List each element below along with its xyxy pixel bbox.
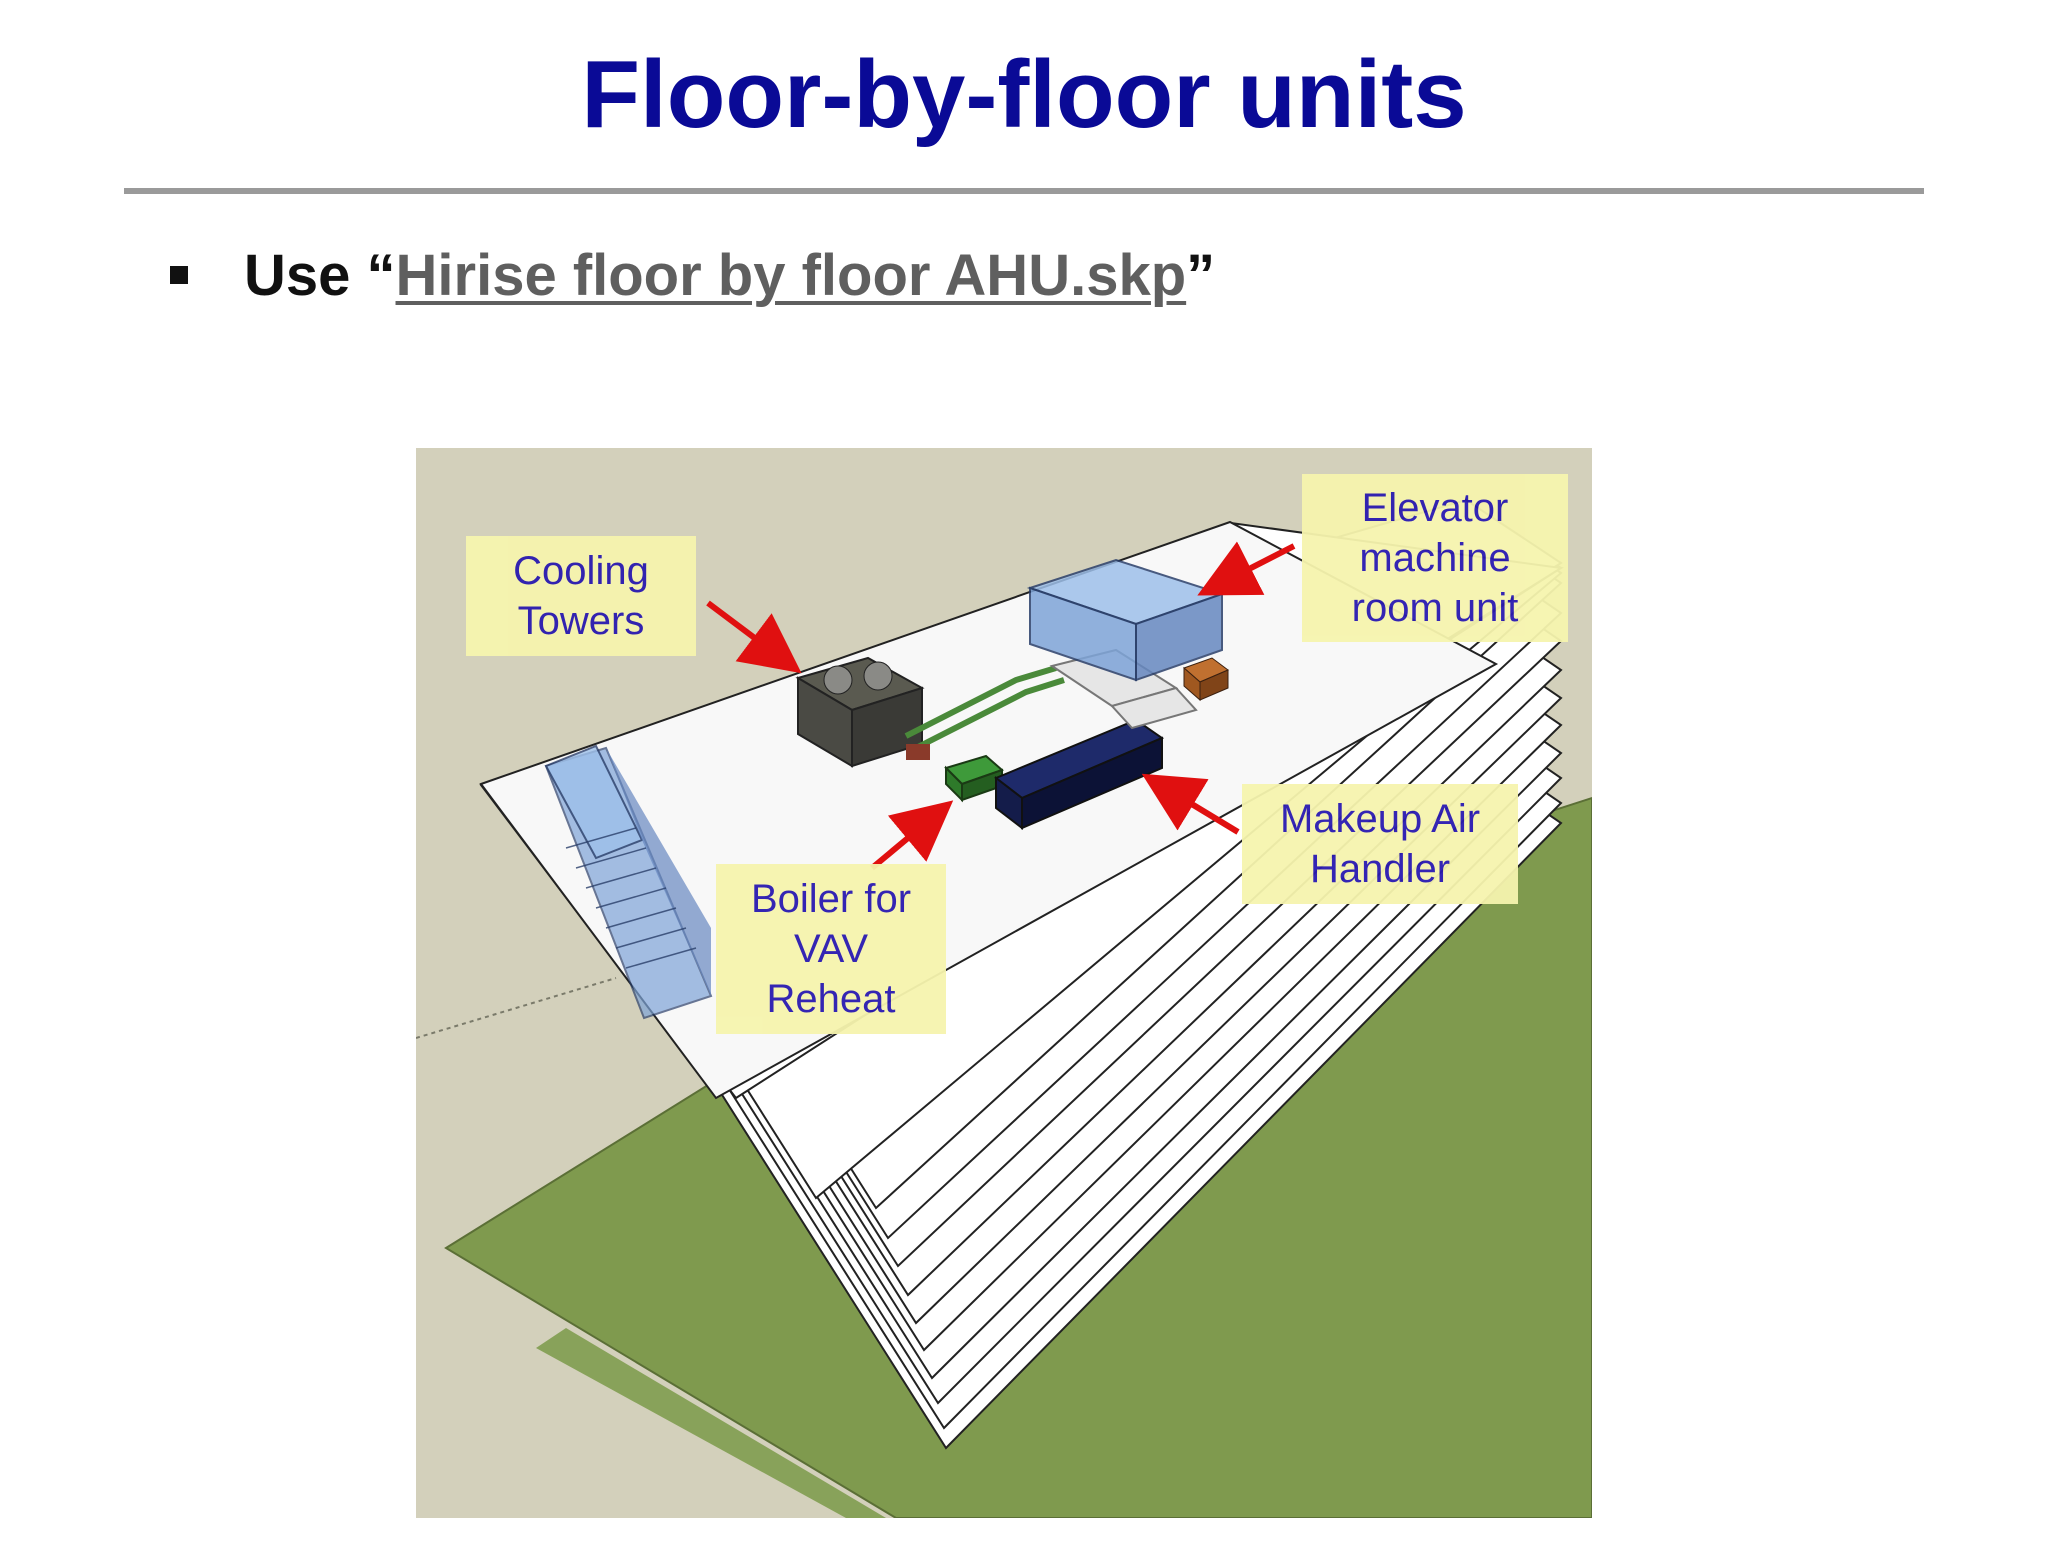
square-bullet-icon	[170, 266, 188, 284]
grass-path	[536, 1328, 886, 1518]
stair-shaft	[544, 744, 713, 1020]
callout-cooling-towers: Cooling Towers	[466, 536, 696, 656]
piping	[904, 665, 1065, 751]
callout-boiler-vav-reheat: Boiler for VAV Reheat	[716, 864, 946, 1034]
bullet-prefix: Use “	[244, 242, 396, 308]
cooling-towers-model	[795, 656, 925, 768]
boiler-model	[906, 744, 1004, 803]
axis-guide	[416, 977, 617, 1039]
bullet-item: Use “ Hirise floor by floor AHU.skp ”	[170, 238, 1215, 312]
callout-arrows	[706, 541, 1296, 871]
bullet-suffix: ”	[1186, 242, 1216, 308]
slide-title: Floor-by-floor units	[581, 41, 1467, 148]
title-divider	[124, 188, 1924, 194]
callout-elevator-machine-room-unit: Elevator machine room unit	[1302, 474, 1568, 642]
file-link[interactable]: Hirise floor by floor AHU.skp	[395, 242, 1187, 308]
makeup-air-handler-model	[994, 718, 1165, 831]
elevator-machine-room-model	[1026, 558, 1229, 702]
building-model-figure: Cooling Towers Elevator machine room uni…	[416, 448, 1592, 1518]
callout-makeup-air-handler: Makeup Air Handler	[1242, 784, 1518, 904]
